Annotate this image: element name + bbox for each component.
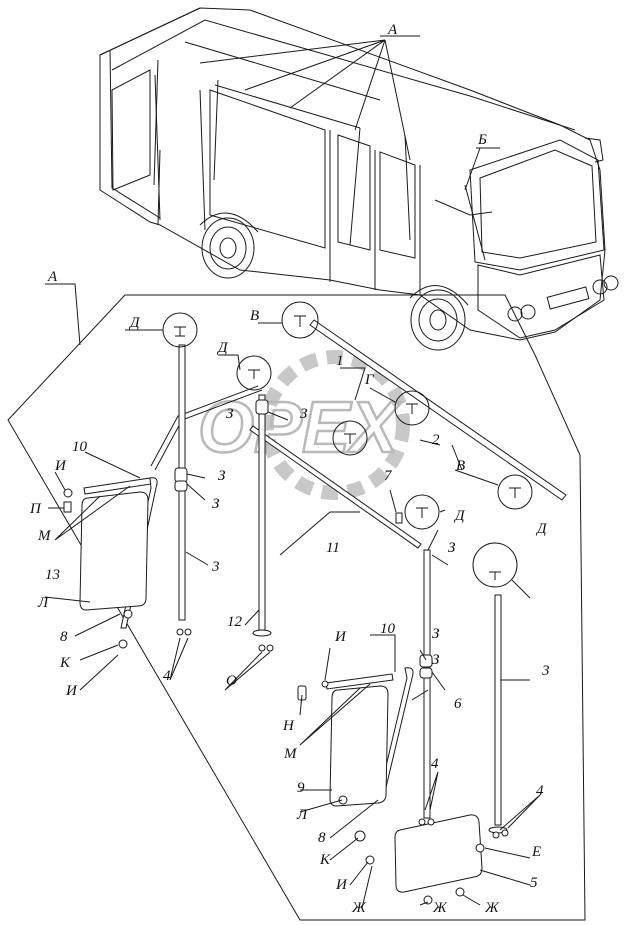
label-Z6: З: [432, 626, 440, 642]
label-Z5: З: [448, 540, 456, 556]
label-n11: 11: [326, 540, 340, 556]
label-n8a: 8: [60, 629, 68, 645]
label-Z-in-circle: З: [300, 406, 308, 422]
part-labels: Д В Д 1 Г З З 2 В 10 И З 7 П З Д Д М 11 …: [29, 308, 550, 916]
label-V2: В: [456, 458, 465, 474]
panel-9: [329, 685, 389, 807]
label-Zh2: Ж: [432, 900, 448, 916]
label-G: Г: [364, 372, 375, 388]
label-n5: 5: [530, 875, 538, 891]
label-D2: Д: [216, 340, 229, 356]
label-Z4: З: [212, 496, 220, 512]
label-L1: Л: [37, 595, 49, 611]
label-Z7: З: [432, 652, 440, 668]
label-n4a: 4: [163, 668, 171, 684]
label-I3: И: [65, 683, 78, 699]
bus-illustration: [99, 7, 619, 351]
label-Z3: З: [218, 468, 226, 484]
label-D4: Д: [535, 521, 548, 537]
clamps: [63, 399, 509, 905]
label-E: Е: [531, 844, 541, 860]
label-I4: И: [335, 877, 348, 893]
label-I1: И: [54, 458, 67, 474]
rear-wheel: [199, 212, 259, 279]
detail-view-border: [7, 294, 586, 921]
label-n4c: 4: [536, 783, 544, 799]
panel-13: [79, 491, 149, 611]
label-A-left: А: [47, 269, 58, 285]
label-D3: Д: [453, 508, 466, 524]
label-n1: 1: [336, 353, 344, 369]
label-O: О: [226, 673, 237, 689]
label-n3a: 3: [211, 559, 220, 575]
front-wheel: [409, 285, 469, 351]
label-n13: 13: [45, 567, 60, 583]
label-Zh3: Ж: [484, 900, 500, 916]
label-K2: К: [319, 852, 331, 868]
label-M2: М: [283, 746, 298, 762]
label-H: Н: [282, 718, 295, 734]
label-K1: К: [59, 655, 71, 671]
label-n2: 2: [432, 432, 440, 448]
label-n6: 6: [454, 696, 462, 712]
label-I2: И: [334, 629, 347, 645]
label-B-top: Б: [477, 132, 487, 148]
watermark-text: OPEX: [198, 388, 402, 468]
watermark: OPEX: [197, 350, 410, 500]
label-V1: В: [250, 308, 259, 324]
label-n9: 9: [297, 780, 305, 796]
label-n10a: 10: [72, 439, 88, 455]
label-A-top: А: [387, 22, 398, 38]
label-P: П: [29, 501, 42, 517]
leader-lines: [44, 322, 541, 909]
label-D1: Д: [128, 315, 141, 331]
label-Z1: З: [226, 406, 234, 422]
label-n7: 7: [384, 468, 393, 484]
label-Zh1: Ж: [351, 900, 367, 916]
label-n10b: 10: [380, 621, 396, 637]
label-n3b: 3: [541, 663, 550, 679]
label-M1: М: [37, 528, 52, 544]
label-L2: Л: [296, 807, 308, 823]
panel-5: [394, 814, 483, 893]
label-n8b: 8: [318, 830, 326, 846]
callout-circles: [162, 301, 533, 588]
label-n4b: 4: [431, 756, 439, 772]
label-n12: 12: [227, 614, 243, 630]
